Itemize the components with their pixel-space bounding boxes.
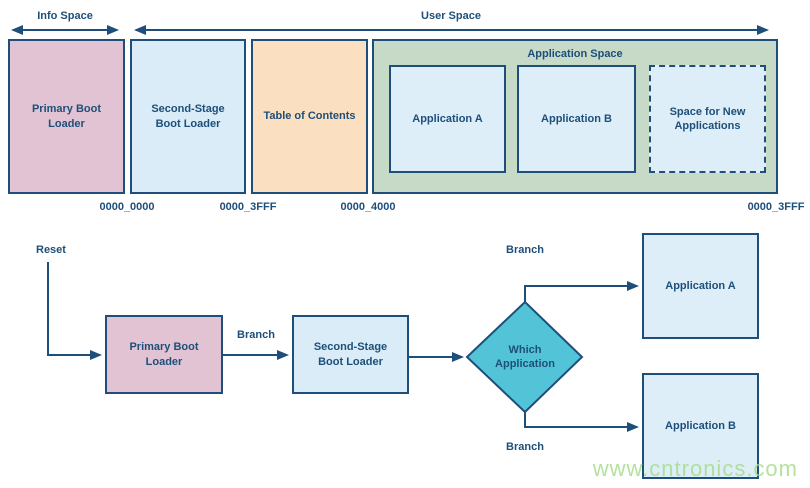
- memory-block-second-stage-boot-loader: Second-Stage Boot Loader: [130, 39, 246, 194]
- application-space-container: Application Space Application A Applicat…: [372, 39, 778, 194]
- memory-block-table-of-contents: Table of Contents: [251, 39, 368, 194]
- memory-block-space-for-new-applications: Space for New Applications: [649, 65, 766, 173]
- flow-node-label: Second-Stage Boot Loader: [313, 341, 388, 368]
- reset-arrow: [47, 262, 102, 360]
- memory-block-label: Second-Stage Boot Loader: [151, 103, 225, 130]
- memory-block-label: Application A: [412, 112, 483, 125]
- memory-block-label: Application B: [541, 112, 612, 125]
- branch-arrow-3: [524, 281, 639, 303]
- memory-block-primary-boot-loader: Primary Boot Loader: [8, 39, 125, 194]
- memory-block-label: Space for New Applications: [669, 105, 746, 132]
- memory-block-label: Table of Contents: [263, 110, 356, 123]
- decision-diamond-shape: [465, 300, 584, 414]
- flow-node-second-stage-boot-loader: Second-Stage Boot Loader: [292, 315, 409, 394]
- branch-label-3: Branch: [506, 441, 544, 453]
- flow-node-primary-boot-loader: Primary Boot Loader: [105, 315, 223, 394]
- address-label-2: 0000_4000: [340, 201, 396, 213]
- address-label-1: 0000_3FFF: [219, 201, 277, 213]
- flow-node-label: Application B: [665, 419, 736, 432]
- info-space-label: Info Space: [37, 10, 93, 22]
- application-space-label: Application Space: [527, 48, 623, 60]
- address-label-0: 0000_0000: [99, 201, 155, 213]
- memory-block-application-a: Application A: [389, 65, 506, 173]
- flow-node-application-b: Application B: [642, 373, 759, 479]
- branch-label-2: Branch: [506, 244, 544, 256]
- memory-block-label: Primary Boot Loader: [31, 103, 102, 130]
- reset-label: Reset: [36, 244, 66, 256]
- watermark: www.cntronics.com: [592, 456, 798, 481]
- branch-label-1: Branch: [237, 329, 275, 341]
- flow-node-which-application: Which Application: [495, 344, 555, 371]
- flow-node-label: Application A: [665, 279, 736, 292]
- address-label-3: 0000_3FFF: [747, 201, 805, 213]
- user-space-label: User Space: [421, 10, 481, 22]
- flow-node-application-a: Application A: [642, 233, 759, 339]
- flow-node-label: Primary Boot Loader: [129, 341, 199, 368]
- memory-block-application-b: Application B: [517, 65, 636, 173]
- branch-arrow-4: [524, 411, 639, 432]
